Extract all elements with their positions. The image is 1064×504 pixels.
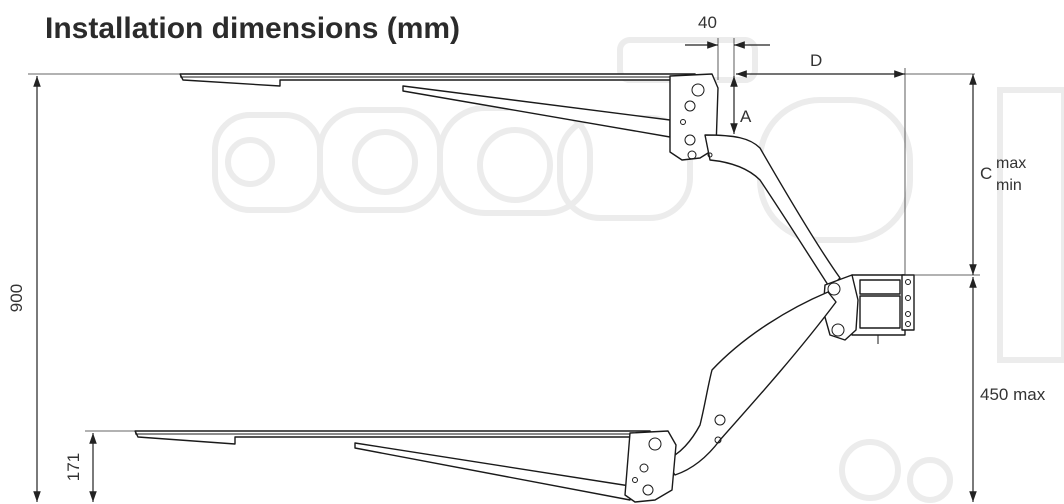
motor-unit (822, 274, 915, 344)
extension-lines (28, 38, 980, 432)
dimension-40-label: 40 (698, 13, 717, 32)
dimension-d: D (736, 51, 905, 78)
dimension-c: C max min (969, 74, 1026, 275)
dimension-171-label: 171 (64, 453, 83, 481)
dimension-171: 171 (64, 433, 97, 502)
dimension-450: 450 max (969, 277, 1046, 502)
dimension-a-label: A (740, 107, 752, 126)
dimension-c-min-label: min (996, 177, 1022, 194)
dimension-40: 40 (685, 13, 770, 49)
dimension-c-max-label: max (996, 155, 1026, 172)
dimension-d-label: D (810, 51, 822, 70)
dimension-900-label: 900 (7, 284, 26, 312)
lower-arm (134, 291, 837, 503)
diagram-title: Installation dimensions (mm) (45, 12, 460, 45)
dimension-a: A (730, 76, 752, 134)
dimension-900: 900 (7, 76, 41, 502)
upper-arm (179, 73, 841, 289)
dimension-c-label: C (980, 164, 992, 183)
dimension-450-label: 450 max (980, 385, 1046, 404)
